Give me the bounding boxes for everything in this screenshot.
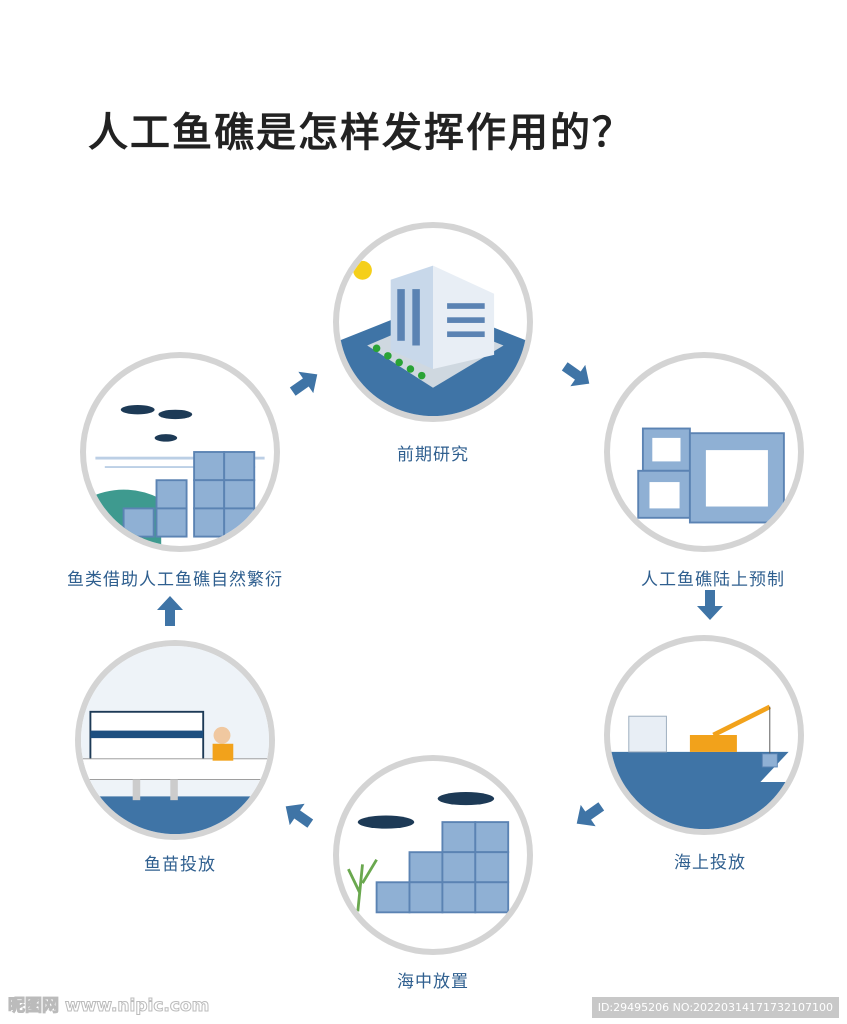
step-label: 海中放置 [397,972,469,992]
watermark-logo: 昵图网 www.nipic.com [7,996,210,1017]
step-research-circle [333,222,533,422]
arrow-up-icon [157,596,183,626]
divers-reef-illustration [347,792,510,914]
arrow-right-icon [289,371,318,396]
step-label: 人工鱼礁陆上预制 [641,570,785,590]
page-title: 人工鱼礁是怎样发挥作用的？ [88,110,634,156]
step-label: 鱼苗投放 [144,855,216,875]
office-building-illustration [339,260,527,416]
crane-ship-illustration [610,704,798,829]
step-label: 海上投放 [674,853,746,873]
concrete-reef-cubes-illustration [637,427,785,524]
step-label: 前期研究 [397,445,469,465]
arrow-down-icon [697,590,723,620]
arrow-right-icon [561,362,590,387]
step-fry-release-circle [75,640,275,840]
ferry-fry-release-illustration [81,646,269,834]
step-sea-release-circle [604,635,804,835]
arrow-left-icon [285,803,314,828]
step-underwater-circle [333,755,533,955]
arrow-left-icon [576,802,605,827]
step-prefab-circle [604,352,804,552]
watermark-id: ID:29495206 NO:20220314171732107100 [591,997,839,1018]
step-reproduction-circle [80,352,280,552]
fish-school-reef-illustration [86,405,265,546]
step-label: 鱼类借助人工鱼礁自然繁衍 [67,570,283,590]
